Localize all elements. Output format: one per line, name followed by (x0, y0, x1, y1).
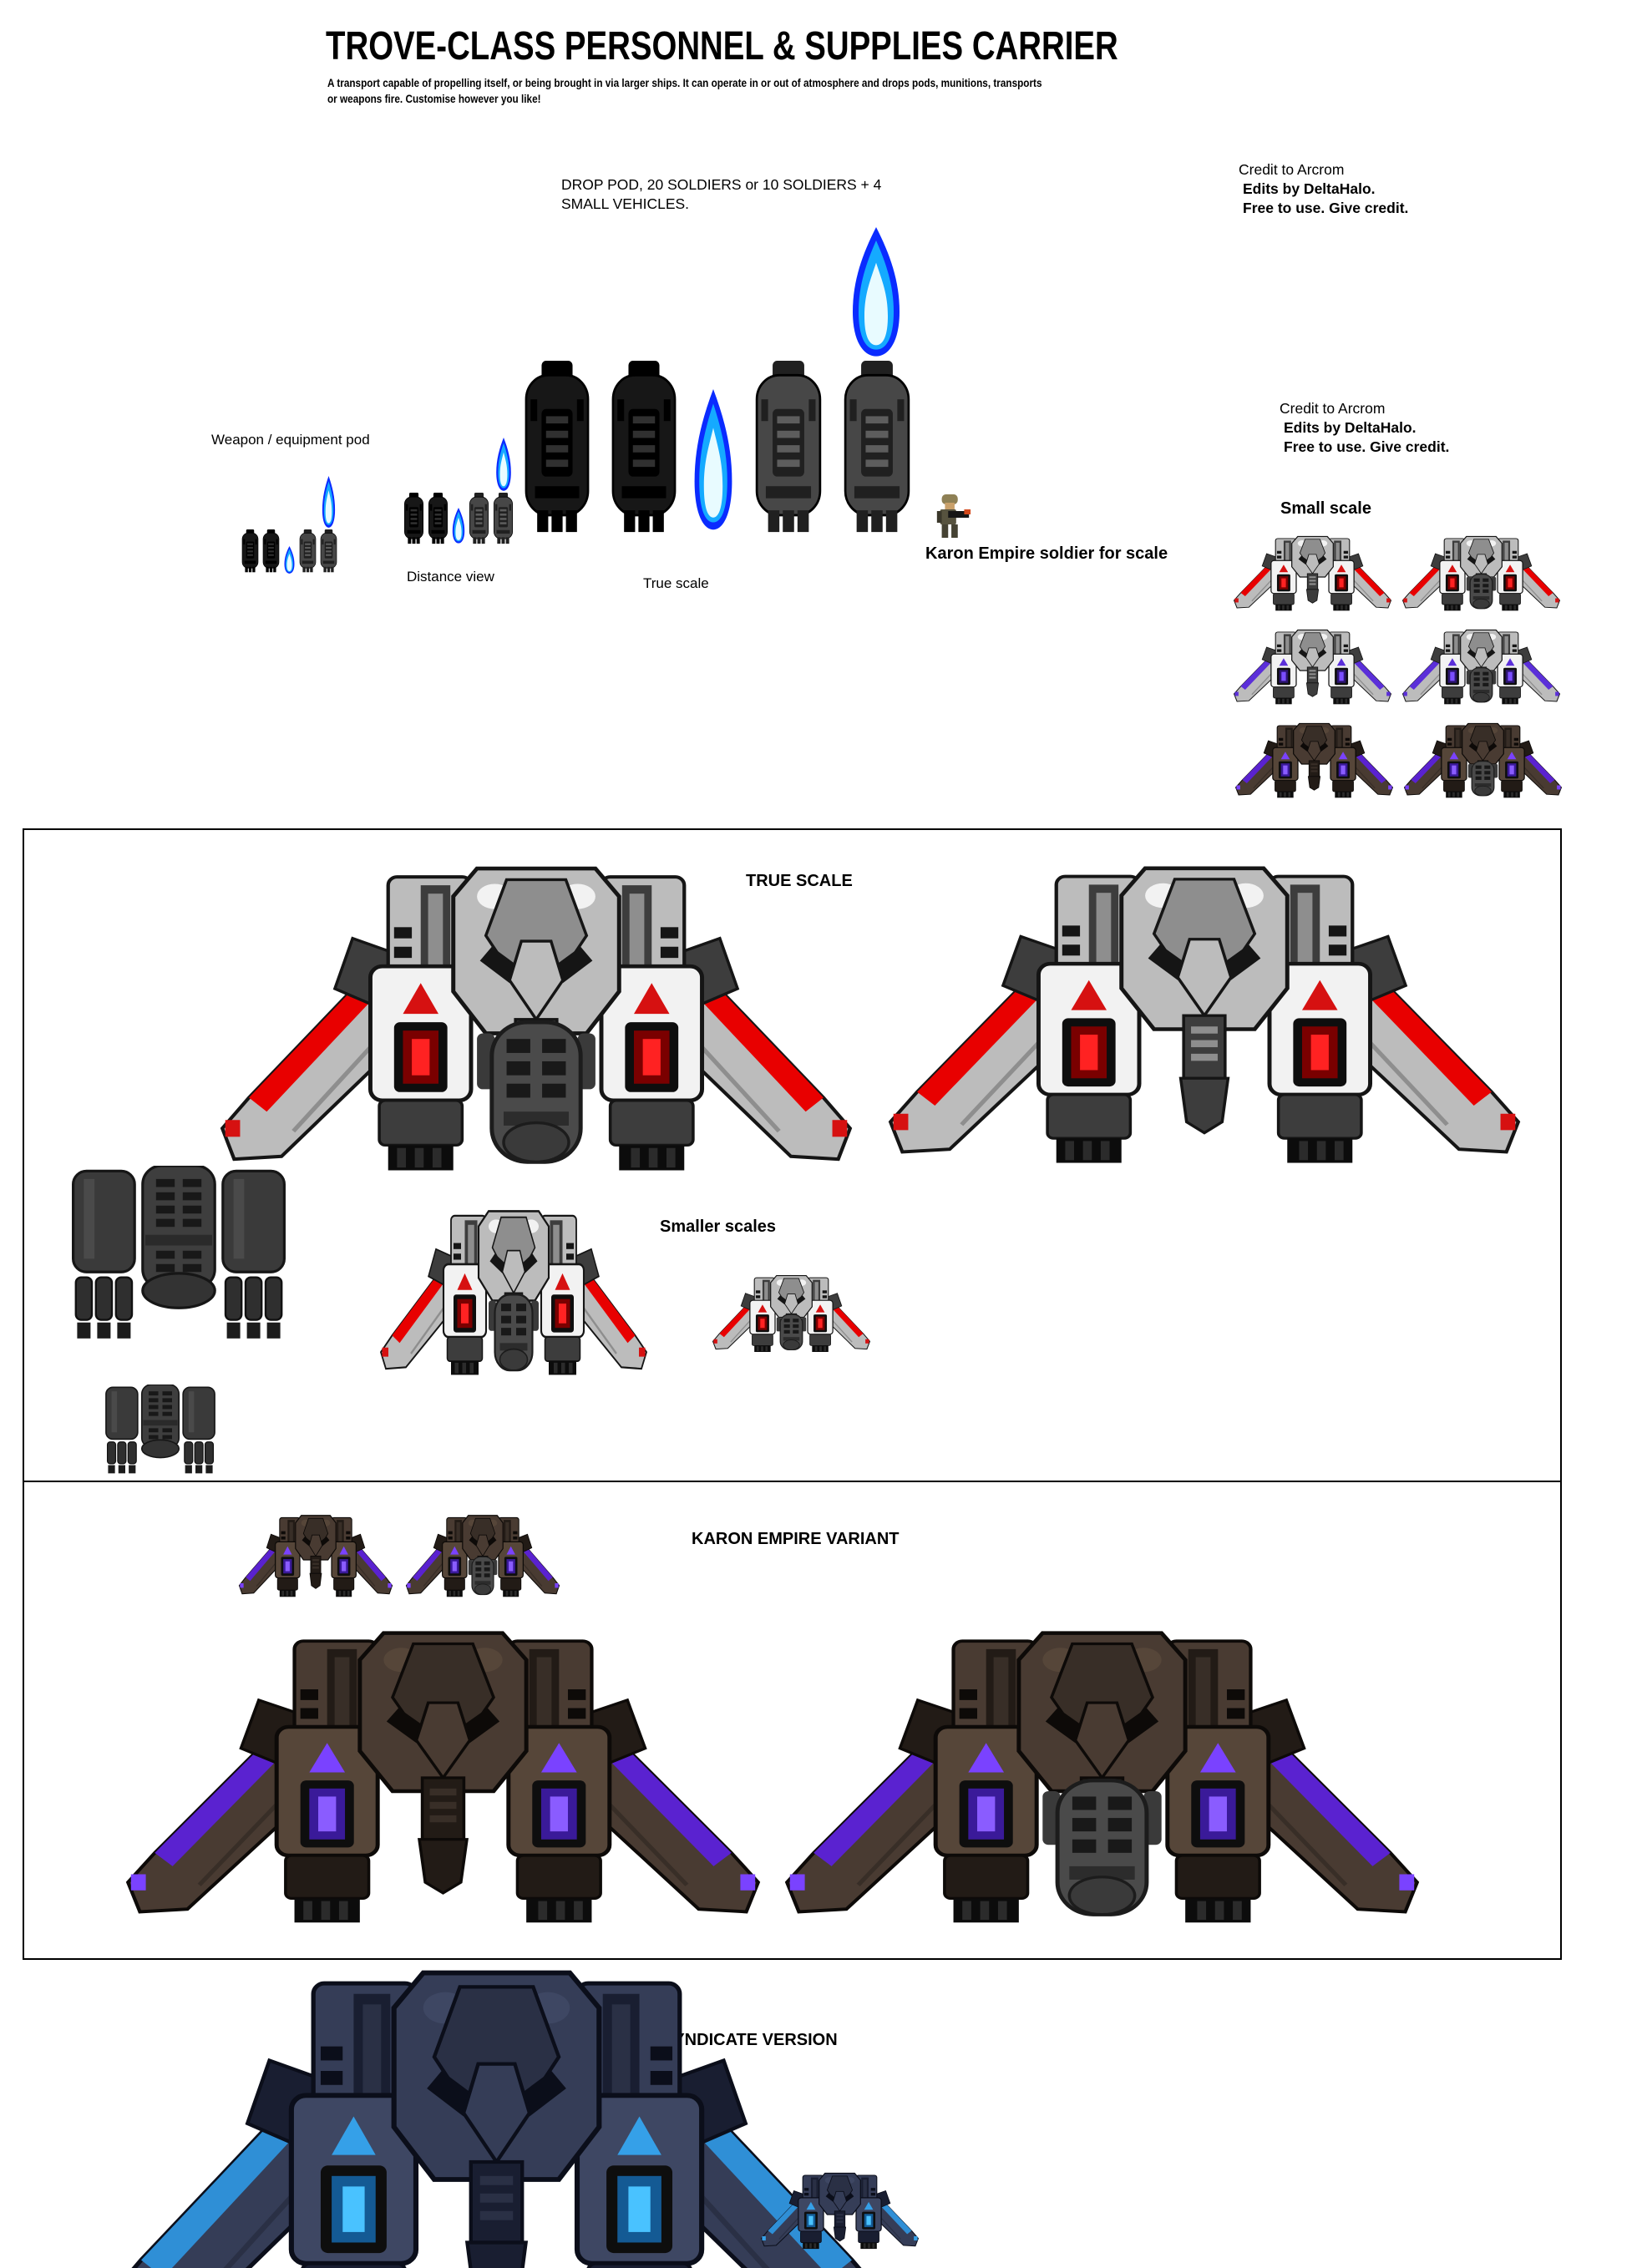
page-subtitle: A transport capable of propelling itself… (327, 75, 1178, 107)
credit-line-1: Credit to Arcrom (1280, 400, 1386, 417)
carrier-small-standard (1231, 534, 1394, 620)
true-scale-label: True scale (643, 575, 709, 591)
carrier-small-purple (1231, 628, 1394, 713)
carrier-karon-large-left (116, 1625, 770, 1957)
thruster-flame-sprite (452, 508, 465, 544)
credit-block-top: Credit to Arcrom Edits by DeltaHalo. Fre… (1239, 160, 1408, 218)
distance-view-label: Distance view (407, 569, 494, 585)
thruster-flame-sprite (853, 227, 900, 357)
drop-pod-sprite (755, 361, 822, 534)
page-title: TROVE-CLASS PERSONNEL & SUPPLIES CARRIER (326, 24, 1118, 68)
drop-pod-caption-line-1: DROP POD, 20 SOLDIERS or 10 SOLDIERS + 4 (561, 176, 882, 193)
section-divider (24, 1481, 1560, 1482)
soldier-scale-label: Karon Empire soldier for scale (925, 544, 1168, 563)
carrier-syndicate-small (758, 2171, 921, 2258)
section-frame (23, 828, 1562, 1960)
credit-line-1: Credit to Arcrom (1239, 161, 1345, 178)
credit-block-second: Credit to Arcrom Edits by DeltaHalo. Fre… (1280, 399, 1449, 457)
thruster-flame-sprite (694, 389, 732, 530)
small-scale-heading: Small scale (1280, 499, 1371, 518)
drop-pod-sprite (611, 361, 677, 534)
credit-line-2: Edits by DeltaHalo. (1284, 419, 1417, 436)
credit-line-3: Free to use. Give credit. (1243, 200, 1409, 216)
true-scale-heading: TRUE SCALE (746, 872, 853, 890)
drop-pod-sprite (525, 361, 590, 534)
subtitle-line-1: A transport capable of propelling itself… (327, 76, 1042, 89)
drop-pod-caption-line-2: SMALL VEHICLES. (561, 195, 690, 212)
carrier-small-standard-pod (1400, 534, 1563, 620)
drop-pod-sprite (428, 493, 449, 544)
carrier-medium-standard (376, 1207, 651, 1395)
carrier-true-scale-left (210, 860, 862, 1207)
drop-pod-sprite (299, 529, 317, 573)
carrier-small-karon-pod (1401, 721, 1564, 807)
thruster-flame-sprite (284, 546, 295, 574)
drop-pod-sprite (493, 493, 514, 544)
soldier-sprite (936, 494, 971, 538)
carrier-small-purple-pod (1400, 628, 1563, 713)
drop-pod-caption: DROP POD, 20 SOLDIERS or 10 SOLDIERS + 4… (561, 175, 881, 214)
weapon-pod-label: Weapon / equipment pod (211, 432, 370, 448)
drop-pod-sprite (403, 493, 424, 544)
drop-pod-sprite (469, 493, 489, 544)
pod-assembly-small (105, 1385, 215, 1475)
thruster-flame-sprite (496, 438, 511, 491)
drop-pod-sprite (241, 529, 259, 573)
carrier-small-karon (1233, 721, 1396, 807)
drop-pod-sprite (844, 361, 910, 534)
drop-pod-sprite (320, 529, 337, 573)
drop-pod-sprite (262, 529, 280, 573)
carrier-true-scale-right (879, 860, 1530, 1198)
pod-assembly-large (71, 1166, 286, 1340)
credit-line-2: Edits by DeltaHalo. (1243, 180, 1376, 197)
carrier-karon-large-right (775, 1625, 1429, 1957)
carrier-small-karon-b (403, 1513, 562, 1607)
thruster-flame-sprite (322, 476, 336, 528)
credit-line-3: Free to use. Give credit. (1284, 438, 1450, 455)
smaller-scales-label: Smaller scales (660, 1218, 776, 1236)
karon-variant-heading: KARON EMPIRE VARIANT (692, 1530, 900, 1548)
syndicate-version-heading: SYNDICATE VERSION (662, 2031, 838, 2049)
subtitle-line-2: or weapons fire. Customise however you l… (327, 92, 541, 105)
carrier-tiny-standard (710, 1273, 873, 1361)
carrier-small-karon-a (236, 1513, 395, 1607)
